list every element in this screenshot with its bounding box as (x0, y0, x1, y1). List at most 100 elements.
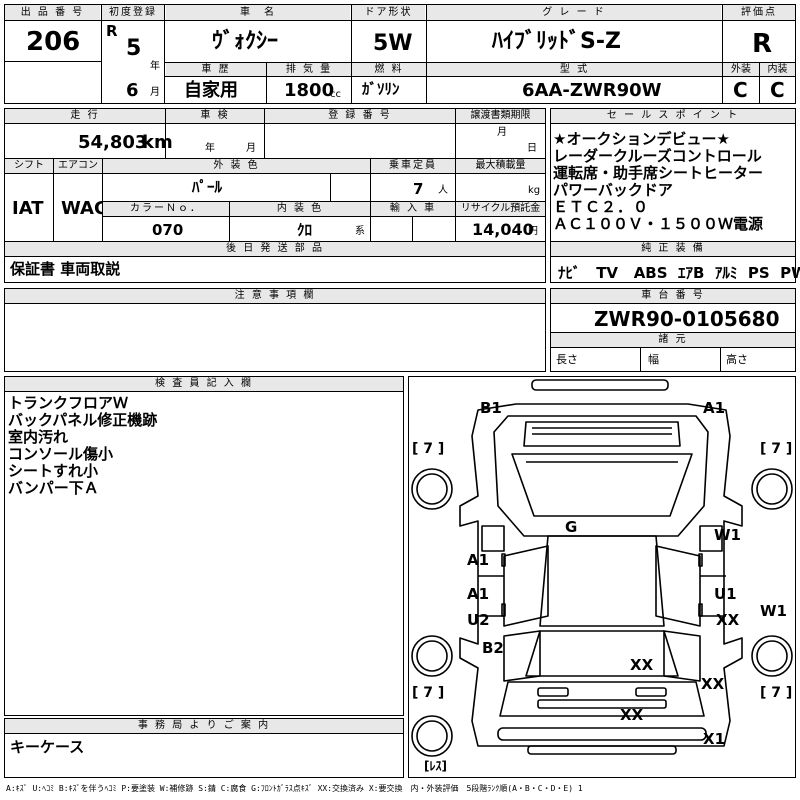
int-color-unit: 系 (355, 226, 365, 237)
damage-mark: G (565, 518, 578, 536)
inspector-notes: トランクフロアＷ バックパネル修正機跡 室内汚れ コンソール傷小 シートすれ小 … (8, 395, 157, 497)
equipment-list: ﾅﾋﾞ TV ABS ｴｱB ｱﾙﾐ PS PW (558, 262, 800, 283)
transfer-label: 譲渡書類期限 (456, 109, 545, 123)
sales-point-label: セ ー ル ス ポ イ ン ト (551, 109, 795, 123)
equipment-item: ABS (633, 264, 668, 282)
damage-mark: XX (716, 611, 740, 629)
spare-tire: [ﾚｽ] (424, 759, 447, 773)
equipment-item: TV (596, 264, 619, 282)
aircon: WAC (61, 198, 108, 219)
inspector-line: バックパネル修正機跡 (8, 411, 158, 429)
mileage-label: 走 行 (5, 109, 165, 123)
registration-label: 登 録 番 号 (265, 109, 455, 123)
equipment-item: ｴｱB (678, 264, 705, 282)
grade-label: グ レ ー ド (427, 5, 721, 20)
damage-mark: XX (620, 706, 644, 724)
office-box (4, 718, 404, 778)
damage-mark: XX (701, 675, 725, 693)
color-number: 070 (152, 221, 184, 239)
office-label: 事 務 局 よ り ご 案 内 (5, 719, 403, 733)
mileage: 54,803 (78, 132, 148, 153)
notes-label: 注 意 事 項 欄 (5, 289, 545, 303)
chassis-number: ZWR90-0105680 (594, 307, 780, 331)
width-label: 幅 (648, 353, 659, 366)
displacement-unit: cc (330, 89, 341, 100)
inspector-line: 室内汚れ (8, 428, 69, 446)
office-note: キーケース (10, 738, 85, 756)
mileage-unit: km (142, 132, 173, 153)
score-label: 評価点 (723, 5, 795, 20)
after-parts: 保証書 車両取説 (10, 260, 121, 278)
sales-point-list: ★オークションデビュー★ レーダークルーズコントロール 運転席・助手席シートヒー… (553, 131, 763, 233)
inspector-line: コンソール傷小 (8, 445, 114, 463)
color-no-label: カラーＮｏ． (103, 202, 229, 216)
damage-mark: U1 (714, 585, 737, 603)
header-table (4, 4, 796, 104)
sales-point-box (550, 108, 796, 283)
first-reg-month: 6 (126, 80, 139, 101)
history-label: 車 歴 (166, 63, 266, 76)
car-diagram (411, 379, 793, 757)
shift: IAT (12, 198, 44, 219)
length-label: 長さ (556, 353, 578, 366)
lot-label: 出 品 番 号 (5, 5, 100, 20)
int-score: C (770, 78, 785, 102)
capacity-unit: 人 (438, 185, 448, 196)
legend: A:ｷｽﾞ U:ﾍｺﾐ B:ｷｽﾞを伴うﾍｺﾐ P:要塗装 W:補修跡 S:錆 … (6, 784, 583, 793)
damage-mark: B1 (480, 399, 502, 417)
first-reg-label: 初度登録 (102, 5, 164, 20)
displacement-label: 排 気 量 (267, 63, 351, 76)
chassis-label: 車 台 番 号 (551, 289, 795, 303)
capacity: 7 (413, 180, 424, 198)
transfer-month-unit: 月 (497, 127, 507, 138)
spec-label: 諸 元 (551, 333, 795, 347)
door-label: ドア形状 (352, 5, 425, 20)
door-type: 5W (373, 31, 413, 56)
equipment-item: ｱﾙﾐ (714, 264, 738, 282)
fuel: ｶﾞｿﾘﾝ (362, 80, 400, 98)
damage-mark: U2 (467, 611, 490, 629)
notes-box (4, 288, 546, 372)
after-parts-label: 後 日 発 送 部 品 (5, 242, 545, 256)
model-label: 型 式 (427, 63, 722, 76)
sales-line: レーダークルーズコントロール (553, 147, 762, 165)
sales-line: 運転席・助手席シートヒーター (553, 164, 764, 182)
tire-front-right: [ 7 ] (760, 441, 793, 457)
sales-line: パワーバックドア (553, 181, 673, 199)
inspector-line: バンパー下Ａ (8, 479, 99, 497)
load-label: 最大積載量 (456, 159, 545, 173)
shift-label: シフト (5, 159, 53, 173)
damage-mark: W1 (714, 526, 741, 544)
equipment-label: 純 正 装 備 (551, 242, 795, 256)
era: R (106, 22, 118, 40)
int-label: 内装 (760, 63, 795, 76)
damage-mark: A1 (703, 399, 726, 417)
ext-label: 外装 (723, 63, 759, 76)
sales-line: ＡＣ１００Ｖ・１５００Ｗ電源 (553, 215, 764, 233)
displacement: 1800 (284, 80, 335, 101)
inspector-label: 検 査 員 記 入 欄 (5, 377, 403, 391)
grade: ﾊｲﾌﾞﾘｯﾄﾞS-Z (492, 29, 621, 54)
load-unit: kg (528, 185, 541, 196)
tire-rear-left: [ 7 ] (412, 685, 445, 701)
equipment-item: PS (747, 264, 770, 282)
score: R (752, 29, 773, 59)
sales-line: ＥＴＣ２．０ (553, 198, 650, 216)
damage-mark: XX (630, 656, 654, 674)
tire-front-left: [ 7 ] (412, 441, 445, 457)
first-reg-year: 5 (126, 36, 142, 61)
damage-mark: X1 (703, 730, 726, 748)
inspector-box (4, 376, 404, 716)
month-unit: 月 (150, 87, 160, 98)
ext-score: C (733, 78, 748, 102)
model: 6AA-ZWR90W (522, 80, 662, 101)
int-color-label: 内 装 色 (230, 202, 370, 216)
damage-diagram-box (408, 376, 796, 778)
color-label: 外 装 色 (103, 159, 370, 173)
equipment-item: ﾅﾋﾞ (558, 264, 581, 282)
transfer-day-unit: 日 (527, 143, 537, 154)
inspection-month-unit: 月 (246, 143, 256, 154)
interior-color: ｸﾛ (297, 221, 313, 239)
capacity-label: 乗車定員 (371, 159, 455, 173)
damage-mark: A1 (467, 551, 490, 569)
